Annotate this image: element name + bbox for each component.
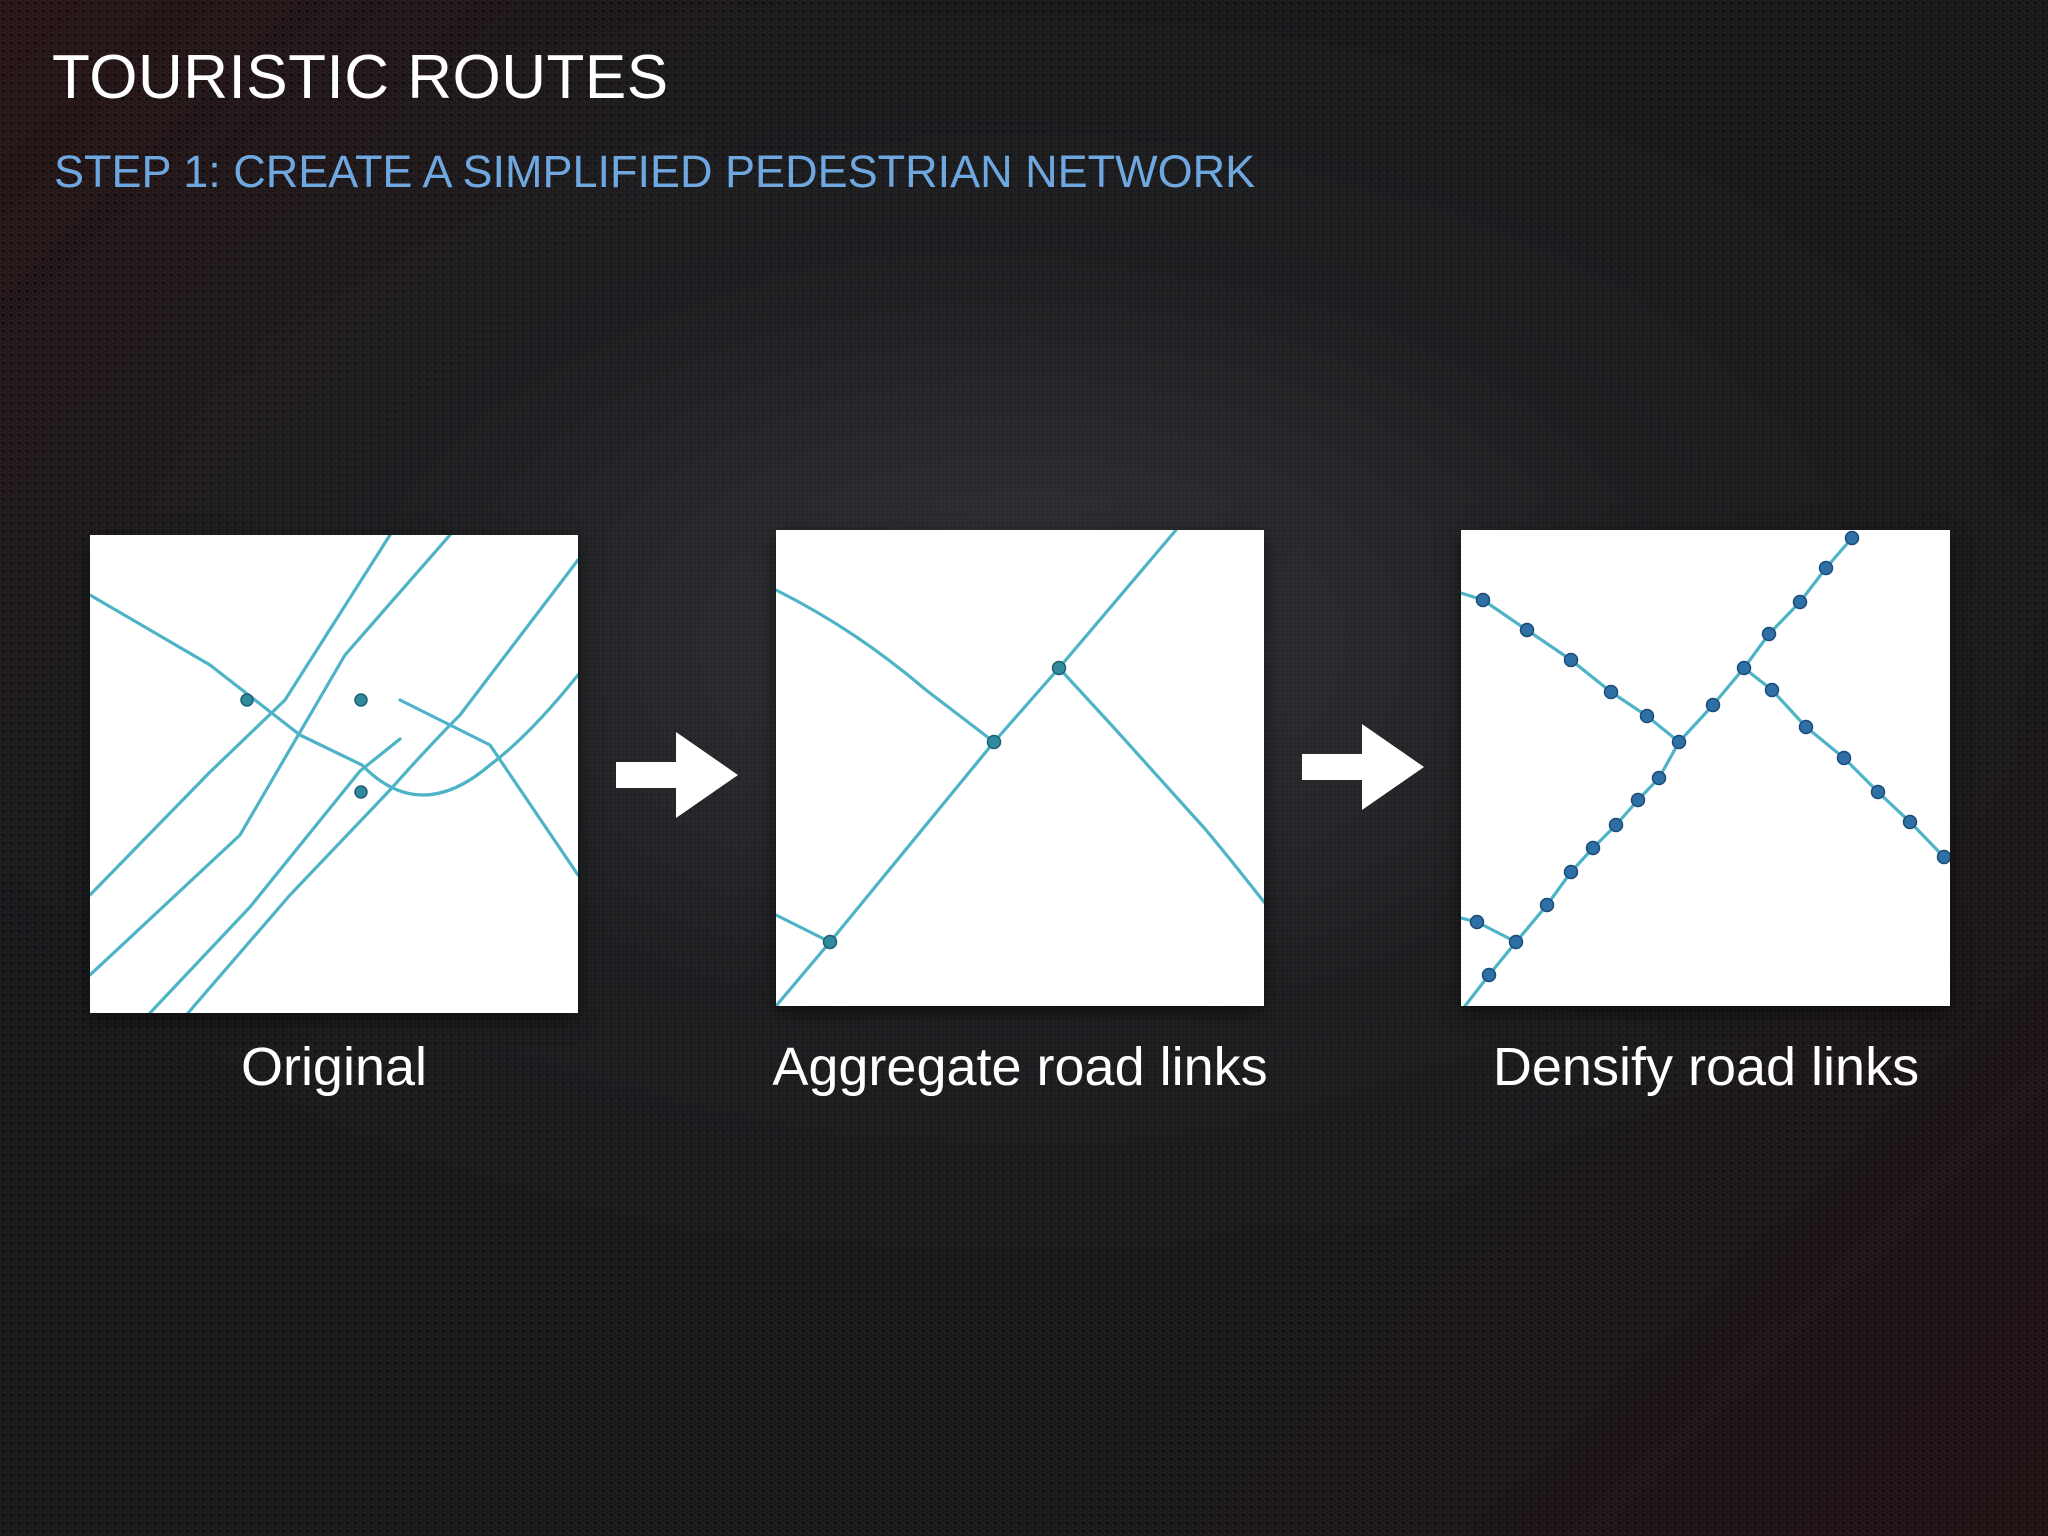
densify-node bbox=[1792, 594, 1808, 610]
caption-aggregate-road-links: Aggregate road links bbox=[772, 1037, 1268, 1097]
densify-node bbox=[1798, 719, 1814, 735]
densify-node bbox=[1870, 784, 1886, 800]
densify-node bbox=[1630, 792, 1646, 808]
densify-network-svg bbox=[1461, 530, 1950, 1006]
densify-node bbox=[1508, 934, 1524, 950]
road-link bbox=[90, 535, 392, 897]
road-link bbox=[148, 737, 402, 1013]
road-link bbox=[90, 593, 578, 797]
junction-node bbox=[986, 734, 1002, 750]
junction-node bbox=[354, 785, 368, 799]
densify-node bbox=[1608, 817, 1624, 833]
densify-network-diagram bbox=[1461, 530, 1950, 1006]
road-link bbox=[776, 913, 832, 944]
junction-node bbox=[354, 693, 368, 707]
original-network-svg bbox=[90, 535, 578, 1013]
caption-original: Original bbox=[240, 1037, 428, 1097]
densify-node bbox=[1761, 626, 1777, 642]
densify-node bbox=[1764, 682, 1780, 698]
densify-node bbox=[1651, 770, 1667, 786]
slide-title: TOURISTIC ROUTES bbox=[52, 43, 669, 112]
junction-node bbox=[1051, 660, 1067, 676]
densify-node bbox=[1844, 530, 1860, 546]
densify-node bbox=[1563, 864, 1579, 880]
road-link bbox=[776, 588, 996, 744]
road-link bbox=[1463, 536, 1854, 1006]
densify-node bbox=[1469, 914, 1485, 930]
road-link bbox=[186, 558, 578, 1013]
densify-node bbox=[1818, 560, 1834, 576]
densify-node bbox=[1585, 840, 1601, 856]
densify-node bbox=[1481, 967, 1497, 983]
densify-node bbox=[1639, 708, 1655, 724]
densify-node bbox=[1836, 750, 1852, 766]
junction-node bbox=[240, 693, 254, 707]
aggregate-network-diagram bbox=[776, 530, 1264, 1006]
densify-node bbox=[1736, 660, 1752, 676]
densify-node bbox=[1671, 734, 1687, 750]
junction-node bbox=[822, 934, 838, 950]
densify-node bbox=[1603, 684, 1619, 700]
densify-node bbox=[1902, 814, 1918, 830]
densify-node bbox=[1705, 697, 1721, 713]
road-link bbox=[776, 530, 1178, 1006]
road-link bbox=[398, 698, 578, 877]
road-link bbox=[90, 535, 452, 977]
slide-subtitle: STEP 1: CREATE A SIMPLIFIED PEDESTRIAN N… bbox=[54, 146, 1256, 197]
road-link bbox=[1057, 666, 1264, 904]
densify-node bbox=[1475, 592, 1491, 608]
densify-node bbox=[1936, 849, 1950, 865]
caption-densify-road-links: Densify road links bbox=[1492, 1037, 1920, 1097]
aggregate-network-svg bbox=[776, 530, 1264, 1006]
densify-node bbox=[1519, 622, 1535, 638]
road-link bbox=[1461, 916, 1518, 944]
original-network-diagram bbox=[90, 535, 578, 1013]
densify-node bbox=[1539, 897, 1555, 913]
right-arrow-icon bbox=[616, 732, 738, 818]
right-arrow-icon bbox=[1302, 724, 1424, 810]
densify-node bbox=[1563, 652, 1579, 668]
